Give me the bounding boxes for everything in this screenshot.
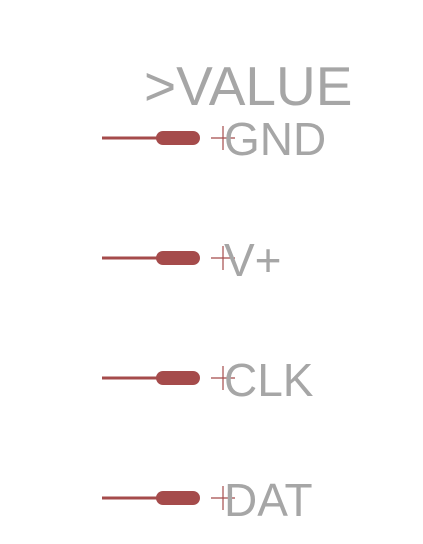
pin-vplus-label: V+ [224, 234, 282, 286]
pin-gnd[interactable]: GND [102, 113, 326, 165]
pin-clk-origin-mark [211, 366, 235, 390]
pin-vplus-pad [156, 251, 200, 265]
pin-dat-label: DAT [224, 474, 313, 526]
value-label: >VALUE [144, 55, 352, 117]
pin-clk-pad [156, 371, 200, 385]
pin-gnd-origin-mark [211, 126, 235, 150]
pin-dat[interactable]: DAT [102, 474, 313, 526]
pin-vplus[interactable]: V+ [102, 234, 282, 286]
pin-gnd-pad [156, 131, 200, 145]
pin-dat-pad [156, 491, 200, 505]
pin-clk-label: CLK [224, 354, 314, 406]
pin-dat-origin-mark [211, 486, 235, 510]
pin-gnd-label: GND [224, 113, 326, 165]
pin-clk[interactable]: CLK [102, 354, 314, 406]
pin-vplus-origin-mark [211, 246, 235, 270]
